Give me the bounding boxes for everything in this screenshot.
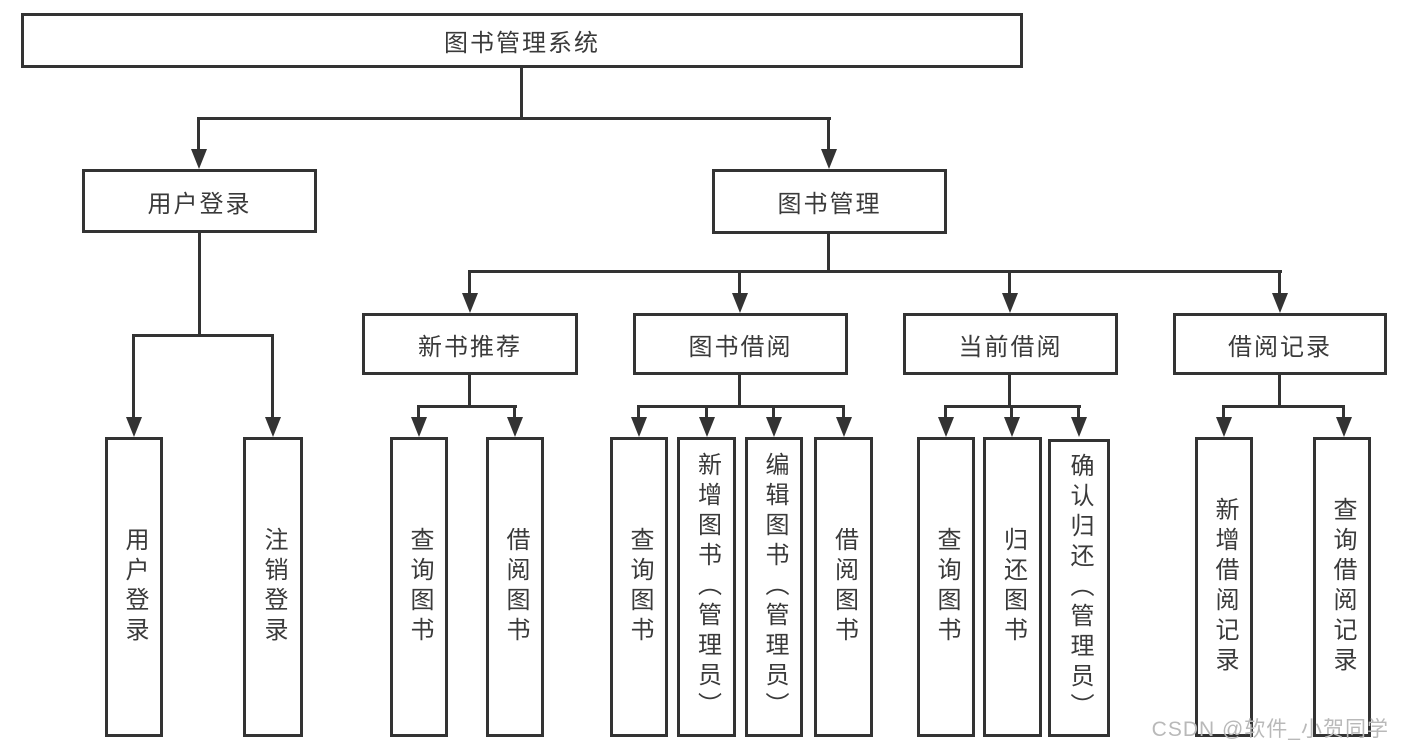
- arrow-down-icon: [836, 417, 852, 437]
- connector-line: [468, 270, 1282, 273]
- node-current-borrowing: 当前借阅: [903, 313, 1118, 375]
- leaf-borrow-books-recommend-label: 借阅图书: [502, 527, 529, 647]
- arrow-down-icon: [1002, 293, 1018, 313]
- leaf-add-books-admin-label: 新增图书（管理员）: [693, 452, 721, 722]
- connector-line: [513, 405, 516, 419]
- leaf-return-books: 归还图书: [983, 437, 1042, 737]
- leaf-borrow-books-borrowing: 借阅图书: [814, 437, 873, 737]
- arrow-down-icon: [699, 417, 715, 437]
- connector-line: [132, 334, 135, 419]
- leaf-query-books-current-label: 查询图书: [933, 527, 960, 647]
- connector-line: [1008, 270, 1011, 294]
- connector-line: [1342, 405, 1345, 419]
- node-user-login: 用户登录: [82, 169, 317, 233]
- connector-line: [1008, 375, 1011, 407]
- leaf-logout-label: 注销登录: [260, 527, 287, 647]
- node-user-login-label: 用户登录: [147, 190, 252, 218]
- arrow-down-icon: [1336, 417, 1352, 437]
- node-borrowing-records: 借阅记录: [1173, 313, 1387, 375]
- leaf-query-books-borrowing-label: 查询图书: [626, 527, 653, 647]
- arrow-down-icon: [411, 417, 427, 437]
- connector-line: [842, 405, 845, 419]
- leaf-add-borrow-record-label: 新增借阅记录: [1211, 497, 1238, 677]
- connector-line: [772, 405, 775, 419]
- connector-line: [705, 405, 708, 419]
- leaf-borrow-books-recommend: 借阅图书: [486, 437, 544, 737]
- connector-line: [1077, 405, 1080, 419]
- arrow-down-icon: [938, 417, 954, 437]
- arrow-down-icon: [821, 149, 837, 169]
- connector-line: [198, 233, 201, 335]
- connector-line: [417, 405, 420, 419]
- leaf-add-books-admin: 新增图书（管理员）: [677, 437, 736, 737]
- connector-line: [1222, 405, 1345, 408]
- leaf-query-books-current: 查询图书: [917, 437, 975, 737]
- connector-line: [827, 234, 830, 271]
- arrow-down-icon: [462, 293, 478, 313]
- arrow-down-icon: [1216, 417, 1232, 437]
- connector-line: [944, 405, 947, 419]
- node-book-management-label: 图书管理: [777, 191, 882, 218]
- leaf-add-borrow-record: 新增借阅记录: [1195, 437, 1253, 737]
- connector-line: [197, 117, 200, 151]
- connector-line: [271, 334, 274, 419]
- leaf-edit-books-admin-label: 编辑图书（管理员）: [761, 452, 788, 722]
- connector-line: [637, 405, 845, 408]
- leaf-query-borrow-record-label: 查询借阅记录: [1329, 497, 1356, 677]
- node-borrowing-records-label: 借阅记录: [1228, 333, 1332, 361]
- connector-line: [1278, 375, 1281, 407]
- arrow-down-icon: [732, 293, 748, 313]
- arrow-down-icon: [191, 149, 207, 169]
- leaf-query-books-borrowing: 查询图书: [610, 437, 668, 737]
- connector-line: [1010, 405, 1013, 419]
- leaf-user-login-label: 用户登录: [121, 527, 148, 647]
- connector-line: [197, 117, 831, 120]
- leaf-query-books-recommend-label: 查询图书: [406, 527, 433, 647]
- leaf-edit-books-admin: 编辑图书（管理员）: [745, 437, 803, 737]
- node-book-management: 图书管理: [712, 169, 947, 234]
- node-book-borrowing: 图书借阅: [633, 313, 848, 375]
- arrow-down-icon: [265, 417, 281, 437]
- arrow-down-icon: [1071, 417, 1087, 437]
- leaf-logout: 注销登录: [243, 437, 303, 737]
- node-library-system: 图书管理系统: [21, 13, 1023, 68]
- connector-line: [520, 68, 523, 118]
- node-book-borrowing-label: 图书借阅: [688, 333, 793, 361]
- node-current-borrowing-label: 当前借阅: [958, 333, 1063, 361]
- leaf-query-borrow-record: 查询借阅记录: [1313, 437, 1371, 737]
- arrow-down-icon: [766, 417, 782, 437]
- connector-line: [738, 375, 741, 407]
- arrow-down-icon: [1272, 293, 1288, 313]
- connector-line: [1278, 270, 1281, 294]
- node-new-book-recommendation: 新书推荐: [362, 313, 578, 375]
- connector-line: [827, 117, 830, 151]
- node-new-book-recommendation-label: 新书推荐: [418, 333, 522, 361]
- connector-line: [738, 270, 741, 294]
- connector-line: [417, 405, 517, 408]
- node-library-system-label: 图书管理系统: [444, 30, 600, 57]
- leaf-user-login: 用户登录: [105, 437, 163, 737]
- watermark: CSDN @软件_小贺同学: [1151, 718, 1389, 741]
- connector-line: [637, 405, 640, 419]
- arrow-down-icon: [507, 417, 523, 437]
- connector-line: [1222, 405, 1225, 419]
- connector-line: [468, 375, 471, 407]
- connector-line: [132, 334, 274, 337]
- connector-line: [468, 270, 471, 294]
- leaf-query-books-recommend: 查询图书: [390, 437, 448, 737]
- arrow-down-icon: [126, 417, 142, 437]
- leaf-confirm-return-admin: 确认归还（管理员）: [1048, 439, 1110, 737]
- leaf-confirm-return-admin-label: 确认归还（管理员）: [1066, 453, 1093, 723]
- arrow-down-icon: [1004, 417, 1020, 437]
- leaf-return-books-label: 归还图书: [999, 527, 1027, 647]
- arrow-down-icon: [631, 417, 647, 437]
- leaf-borrow-books-borrowing-label: 借阅图书: [830, 527, 858, 647]
